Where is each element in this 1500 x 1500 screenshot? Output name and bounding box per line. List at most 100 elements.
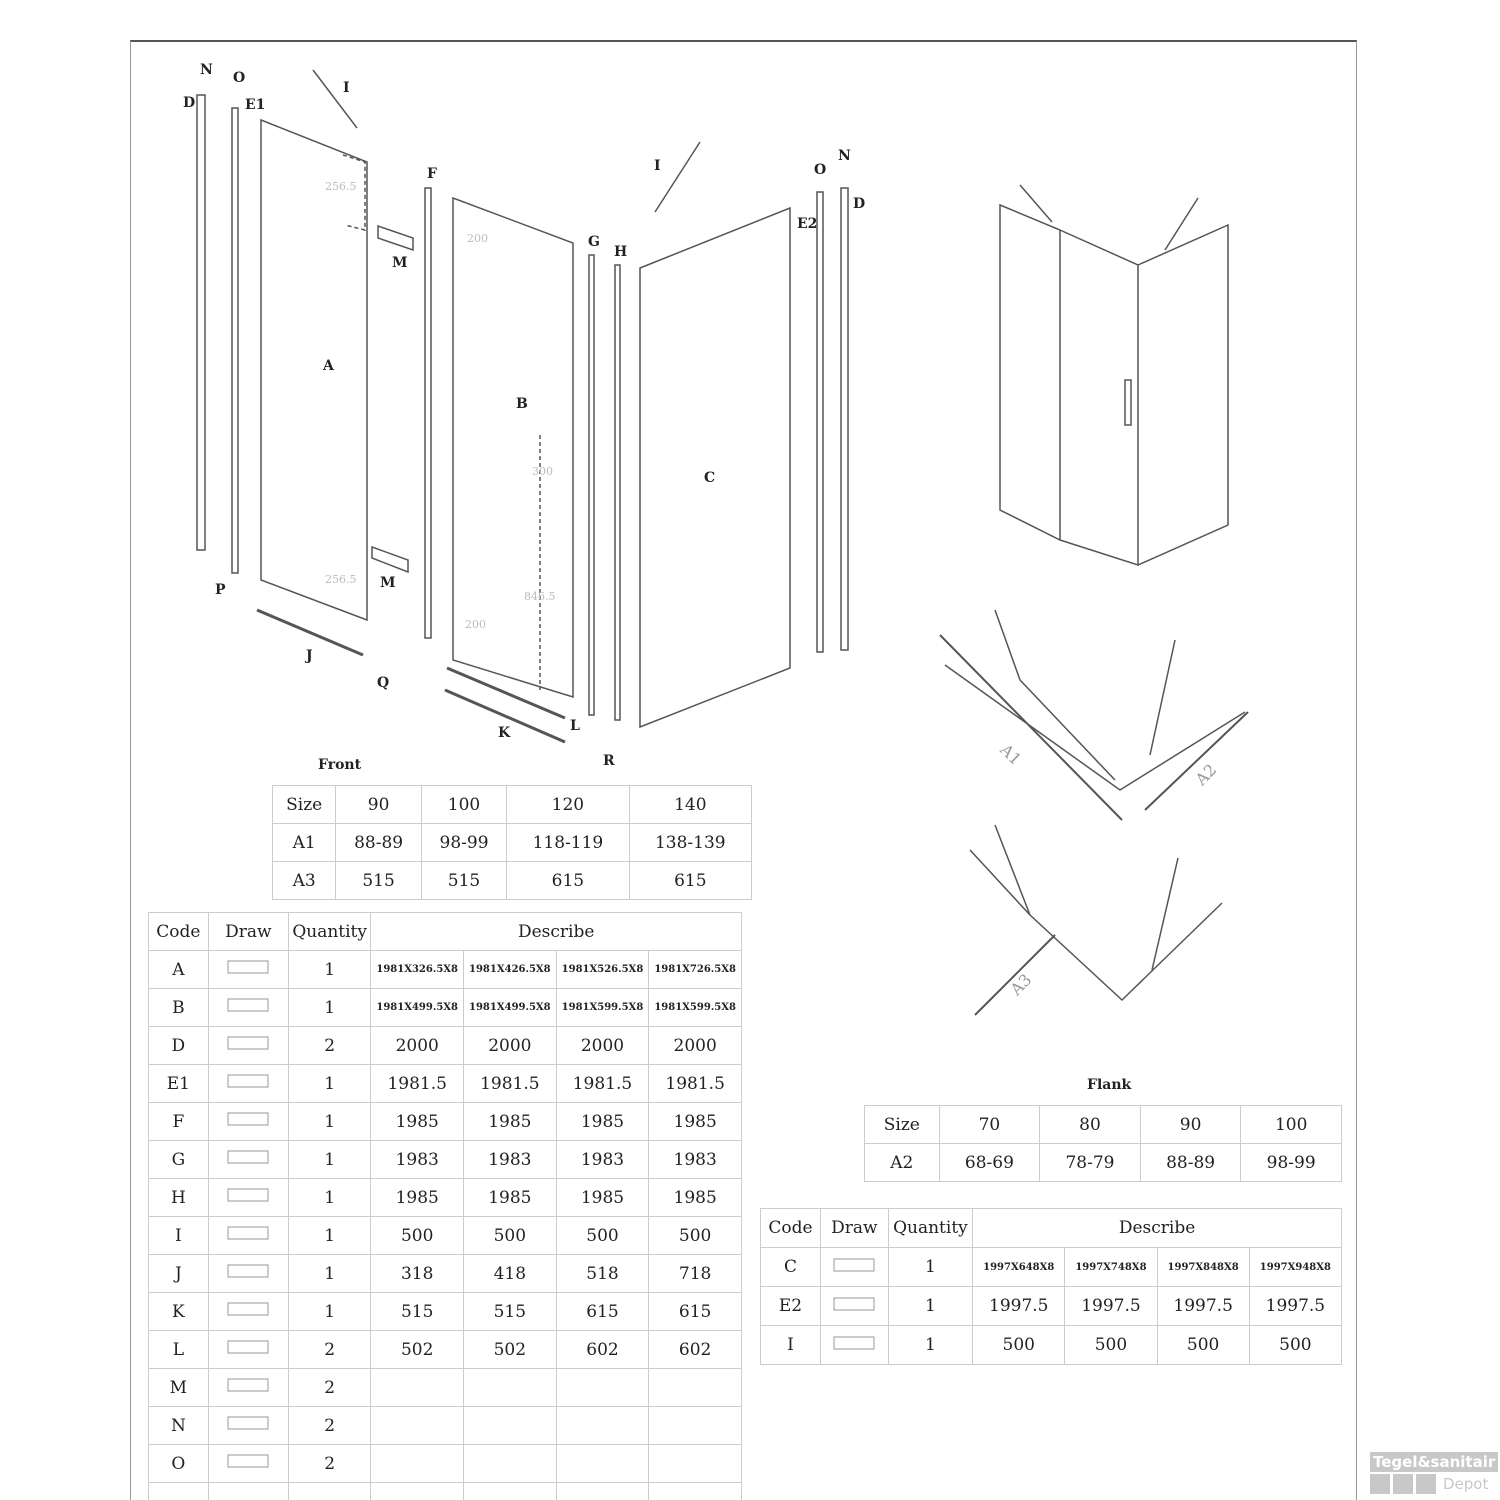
flank-title: Flank bbox=[1087, 1077, 1132, 1093]
table-cell: E1 bbox=[148, 1064, 209, 1103]
table-cell: 138-139 bbox=[628, 823, 753, 862]
table-cell: 1983 bbox=[555, 1140, 650, 1179]
table-cell: 1 bbox=[887, 1247, 974, 1287]
table-cell bbox=[648, 1368, 742, 1407]
table-cell: 1 bbox=[287, 1178, 372, 1217]
table-cell: 118-119 bbox=[506, 823, 630, 862]
table-cell bbox=[463, 1368, 557, 1407]
top-view-flank bbox=[969, 824, 1223, 1016]
part-label: O bbox=[233, 70, 246, 86]
table-cell: Code bbox=[148, 912, 209, 951]
table-cell: 1981.5 bbox=[463, 1064, 557, 1103]
table-cell: 1985 bbox=[648, 1102, 742, 1141]
part-drawing-icon bbox=[207, 1444, 289, 1483]
table-cell: I bbox=[759, 1325, 822, 1365]
table-cell: A1 bbox=[271, 823, 337, 862]
dimension-label: 200 bbox=[465, 618, 486, 631]
table-cell bbox=[555, 1482, 650, 1500]
table-cell bbox=[370, 1482, 465, 1500]
table-cell bbox=[370, 1444, 465, 1483]
part-drawing-icon bbox=[820, 1247, 889, 1287]
table-cell: Quantity bbox=[287, 912, 372, 951]
table-cell: 418 bbox=[463, 1254, 557, 1293]
support-bar-I-right bbox=[654, 141, 701, 213]
table-cell: I bbox=[148, 1216, 209, 1255]
part-drawing-icon bbox=[207, 1140, 289, 1179]
table-cell: A2 bbox=[864, 1143, 940, 1182]
table-cell: 500 bbox=[972, 1325, 1066, 1365]
table-cell: 88-89 bbox=[1139, 1143, 1242, 1182]
table-cell: Describe bbox=[972, 1208, 1342, 1248]
table-cell: 1 bbox=[887, 1325, 974, 1365]
profile-D-right bbox=[840, 187, 849, 651]
table-cell: 1983 bbox=[370, 1140, 465, 1179]
table-cell: 78-79 bbox=[1039, 1143, 1141, 1182]
table-cell: 515 bbox=[420, 861, 508, 900]
part-drawing-icon bbox=[207, 1216, 289, 1255]
table-cell: G bbox=[148, 1140, 209, 1179]
table-cell bbox=[555, 1444, 650, 1483]
hinge-M-top bbox=[377, 224, 414, 252]
table-cell: 2000 bbox=[648, 1026, 742, 1065]
part-label: H bbox=[614, 244, 628, 260]
table-cell: 1985 bbox=[370, 1102, 465, 1141]
profile-H bbox=[614, 264, 621, 721]
table-cell: 68-69 bbox=[938, 1143, 1041, 1182]
part-label: E1 bbox=[245, 97, 266, 113]
table-cell: 1997X748X8 bbox=[1064, 1247, 1158, 1287]
dimension-label: 200 bbox=[467, 232, 488, 245]
table-cell: 500 bbox=[648, 1216, 742, 1255]
table-cell bbox=[463, 1482, 557, 1500]
table-cell: 1997.5 bbox=[1064, 1286, 1158, 1326]
table-cell: 500 bbox=[370, 1216, 465, 1255]
table-cell: C bbox=[759, 1247, 822, 1287]
glass-panel-A bbox=[260, 118, 368, 622]
watermark-line2: Depot bbox=[1443, 1475, 1489, 1493]
table-cell: L bbox=[148, 1330, 209, 1369]
part-drawing-icon bbox=[820, 1325, 889, 1365]
part-drawing-icon bbox=[207, 1178, 289, 1217]
drop-icon bbox=[1370, 1474, 1390, 1494]
part-label: E2 bbox=[797, 216, 818, 232]
table-cell: 1985 bbox=[370, 1178, 465, 1217]
assembled-view bbox=[999, 184, 1229, 567]
table-cell: 2 bbox=[287, 1444, 372, 1483]
table-cell: F bbox=[148, 1102, 209, 1141]
part-label: Q bbox=[377, 675, 390, 691]
table-cell: 1997.5 bbox=[1156, 1286, 1250, 1326]
table-cell: 515 bbox=[370, 1292, 465, 1331]
seal-K bbox=[444, 666, 566, 744]
part-drawing-icon bbox=[207, 950, 289, 989]
table-cell: 2 bbox=[287, 1406, 372, 1445]
part-label: R bbox=[603, 753, 615, 769]
table-cell: 2000 bbox=[555, 1026, 650, 1065]
table-row bbox=[148, 1482, 742, 1500]
part-label: P bbox=[215, 582, 226, 598]
table-cell: 88-89 bbox=[335, 823, 422, 862]
table-cell bbox=[555, 1406, 650, 1445]
part-label: K bbox=[498, 725, 511, 741]
front-title: Front bbox=[318, 757, 362, 773]
table-cell: 1981.5 bbox=[370, 1064, 465, 1103]
table-cell: 1985 bbox=[555, 1102, 650, 1141]
table-cell: 98-99 bbox=[420, 823, 508, 862]
table-cell: A bbox=[148, 950, 209, 989]
table-cell: 1 bbox=[287, 988, 372, 1027]
table-cell: 1981.5 bbox=[555, 1064, 650, 1103]
table-cell: B bbox=[148, 988, 209, 1027]
table-cell: 1983 bbox=[463, 1140, 557, 1179]
table-cell: 1985 bbox=[463, 1178, 557, 1217]
table-cell: 1981X326.5X8 bbox=[370, 950, 465, 989]
